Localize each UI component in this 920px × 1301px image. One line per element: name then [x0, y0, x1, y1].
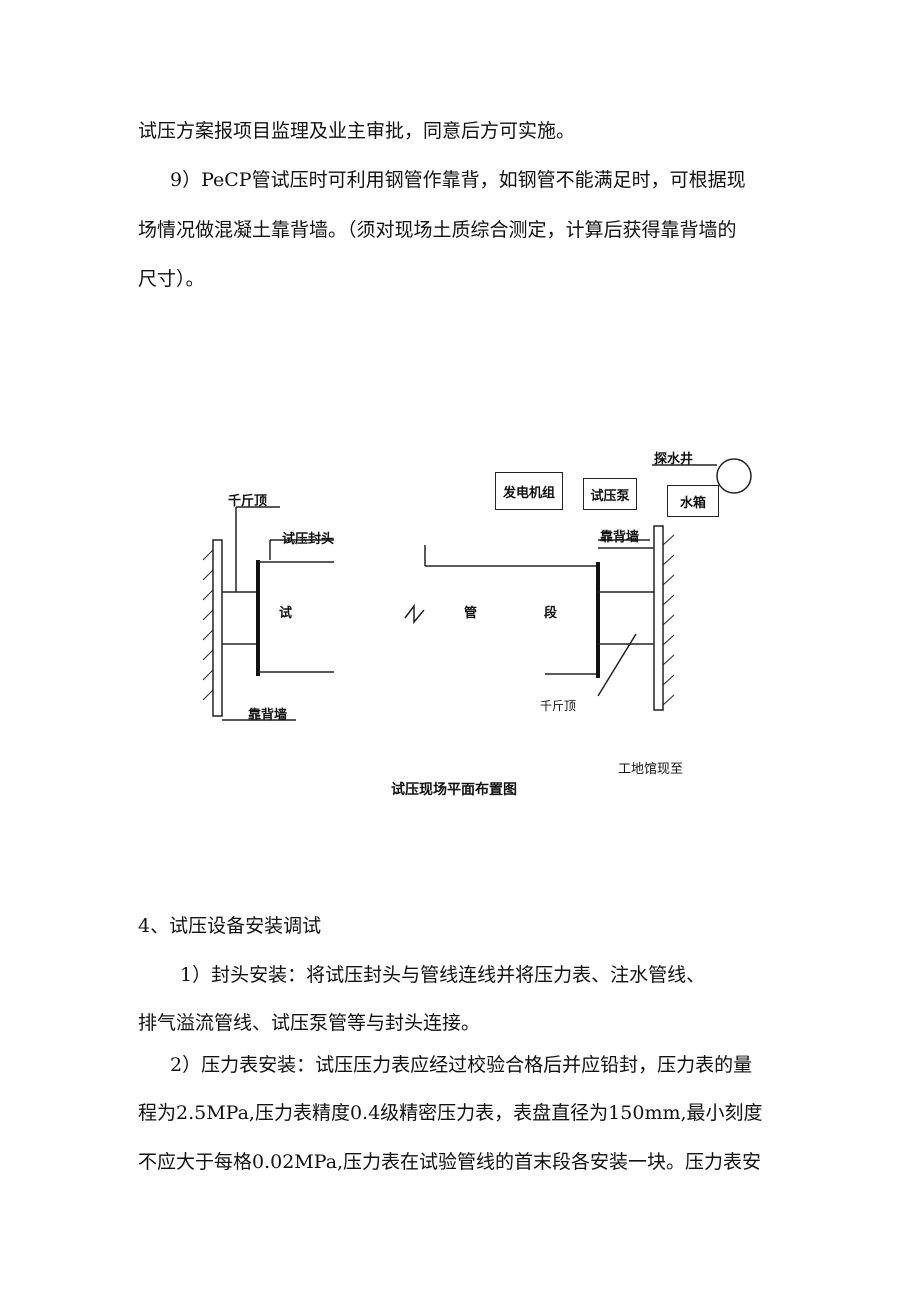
left-jack — [222, 506, 280, 645]
paragraph-line: 场情况做混凝土靠背墙。（须对现场土质综合测定，计算后获得靠背墙的 — [138, 219, 737, 241]
test-head-label: 试压封头 — [282, 532, 335, 547]
wall-label-left: 靠背墙 — [248, 708, 288, 723]
water-tank-box: 水箱 — [667, 485, 719, 517]
site-note: 工地馆现至 — [618, 762, 684, 777]
left-back-wall — [202, 539, 223, 717]
paragraph-line: 试压方案报项目监理及业主审批，同意后方可实施。 — [138, 120, 576, 142]
paragraph-line: 9）PeCP管试压时可利用钢管作靠背，如钢管不能满足时，可根据现 — [170, 169, 746, 191]
pipe-label-char: 段 — [544, 606, 558, 621]
paragraph-line: 1）封头安装：将试压封头与管线连线并将压力表、注水管线、 — [180, 964, 706, 986]
generator-box: 发电机组 — [495, 472, 563, 510]
jack-label-right: 千斤顶 — [540, 699, 577, 713]
pipe-label-char: 试 — [279, 606, 293, 621]
pipe-label-char: 管 — [464, 606, 478, 621]
pipe-right-section — [404, 545, 598, 675]
diagram-caption: 试压现场平面布置图 — [391, 782, 517, 798]
jack-label-left: 千斤顶 — [228, 494, 268, 509]
pipe-left-section — [258, 539, 334, 673]
section-heading: 4、试压设备安装调试 — [138, 915, 322, 937]
right-back-wall — [653, 525, 675, 711]
paragraph-line: 2）压力表安装：试压压力表应经过校验合格后并应铅封，压力表的量 — [170, 1054, 753, 1076]
paragraph-line: 尺寸）。 — [138, 268, 205, 290]
well-label: 探水井 — [654, 452, 694, 467]
right-jack — [597, 547, 654, 697]
wall-label-right: 靠背墙 — [600, 530, 640, 545]
paragraph-line: 不应大于每格0.02MPa,压力表在试验管线的首末段各安装一块。压力表安 — [138, 1151, 762, 1173]
exploration-well — [716, 458, 752, 494]
pump-box: 试压泵 — [583, 478, 637, 510]
paragraph-line: 排气溢流管线、试压泵管等与封头连接。 — [138, 1012, 481, 1034]
paragraph-line: 程为2.5MPa,压力表精度0.4级精密压力表，表盘直径为150mm,最小刻度 — [138, 1102, 763, 1124]
